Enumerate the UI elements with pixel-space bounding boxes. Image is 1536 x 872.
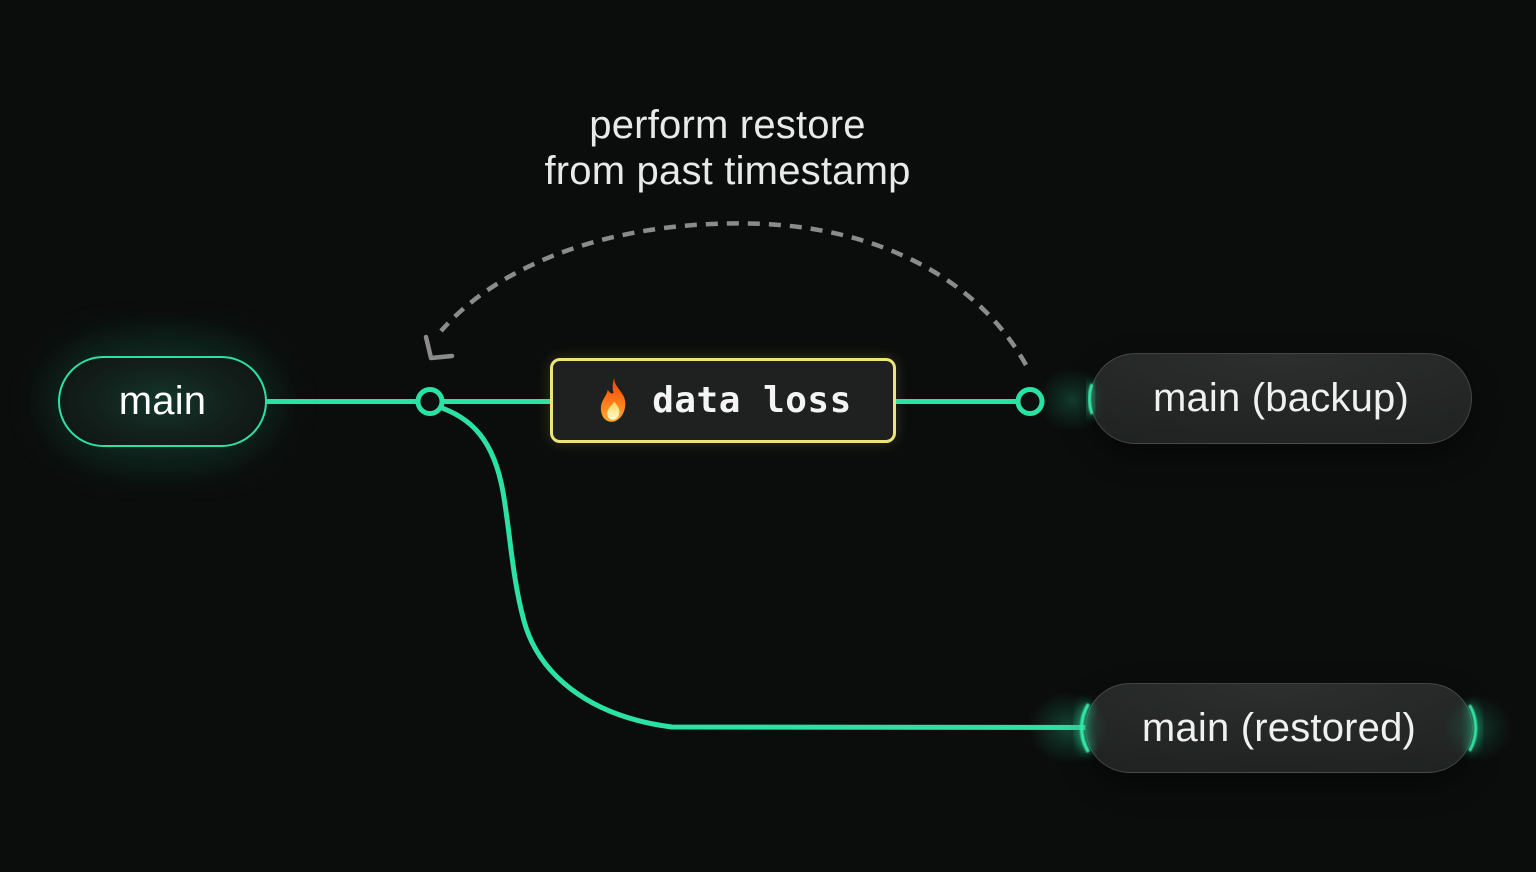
restore-branch-curve — [433, 403, 1091, 730]
restore-arc-arrowhead-icon — [423, 334, 455, 361]
node-main-label: main — [118, 379, 207, 423]
restore-arc-dashed-path — [439, 221, 1028, 367]
node-main-backup: main (backup) — [1090, 353, 1472, 444]
restore-arc-caption: perform restore from past timestamp — [400, 102, 1055, 194]
node-main-backup-label: main (backup) — [1152, 376, 1410, 420]
node-data-loss: data loss — [550, 358, 896, 443]
restore-arc-caption-line2: from past timestamp — [544, 149, 911, 193]
commit-circle-left — [415, 387, 445, 416]
commit-circle-right — [1015, 387, 1045, 416]
node-main-restored-label: main (restored) — [1141, 705, 1417, 750]
node-main-restored: main (restored) — [1085, 683, 1473, 773]
fire-icon — [594, 376, 634, 426]
restore-arc-caption-line1: perform restore — [589, 103, 866, 147]
node-data-loss-label: data loss — [652, 380, 852, 421]
node-main: main — [58, 356, 267, 447]
